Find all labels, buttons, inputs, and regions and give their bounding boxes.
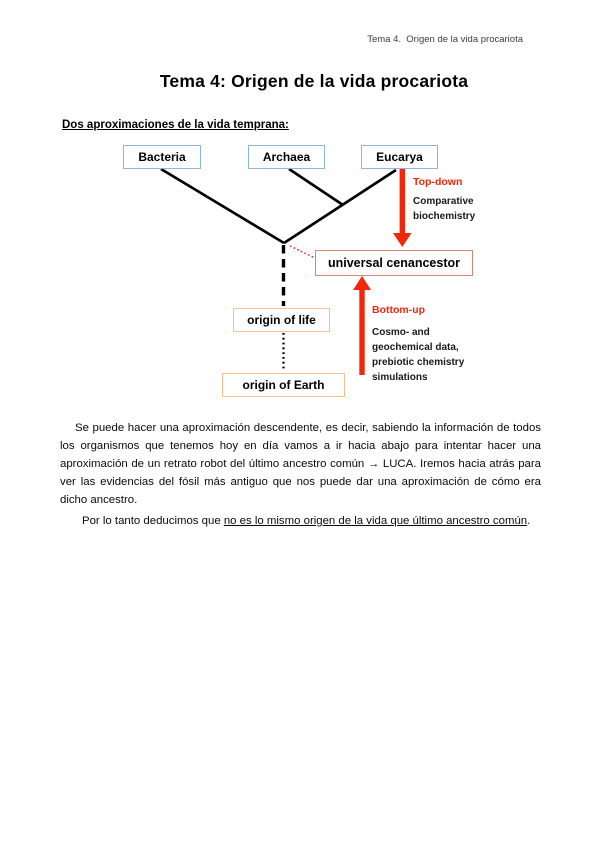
diagram-connectors — [160, 167, 412, 375]
node-universal-cenancestor: universal cenancestor — [315, 250, 473, 276]
eucarya-branch-line — [283, 168, 397, 245]
bottom-up-arrow — [353, 276, 371, 375]
node-archaea: Archaea — [248, 145, 325, 169]
node-origin-of-life: origin of life — [233, 308, 330, 332]
early-life-approaches-diagram: Bacteria Archaea Eucarya universal cenan… — [0, 0, 600, 420]
running-header: Tema 4. Origen de la vida procariota — [367, 34, 523, 45]
archaea-branch-line — [288, 167, 344, 207]
bottom-up-label: Bottom-up — [372, 304, 426, 316]
node-origin-of-earth: origin of Earth — [222, 373, 345, 397]
body-paragraph-2: Por lo tanto deducimos que no es lo mism… — [60, 512, 541, 530]
paragraph-2-suffix: . — [527, 515, 531, 527]
body-paragraph-1: Se puede hacer una aproximación descende… — [60, 422, 541, 507]
page-title: Tema 4: Origen de la vida procariota — [159, 71, 469, 91]
bacteria-branch-line — [160, 167, 285, 245]
top-down-label: Top-down — [413, 176, 463, 188]
paragraph-2-underlined-phrase: no es lo mismo origen de la vida que últ… — [223, 515, 528, 527]
section-heading: Dos aproximaciones de la vida temprana: — [62, 119, 289, 131]
node-bacteria: Bacteria — [123, 145, 201, 169]
top-down-description: Comparative biochemistry — [413, 196, 476, 222]
paragraph-2-prefix: Por lo tanto deducimos que — [82, 515, 224, 527]
bottom-up-description: Cosmo- and geochemical data, prebiotic c… — [372, 327, 465, 383]
top-down-arrow — [393, 169, 412, 247]
node-eucarya: Eucarya — [361, 145, 438, 169]
cenancestor-dotted-connector — [289, 245, 316, 259]
